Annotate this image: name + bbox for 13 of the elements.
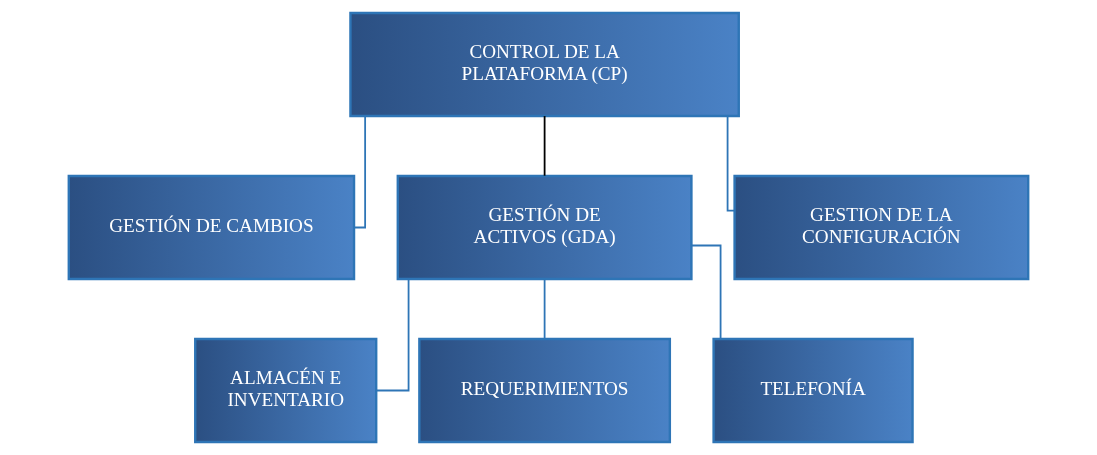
connector — [375, 278, 410, 392]
node-box: TELEFONÍA — [712, 337, 914, 444]
node-box: GESTIÓN DE CAMBIOS — [67, 174, 356, 281]
node-box: REQUERIMIENTOS — [418, 337, 672, 444]
node-box: GESTIÓN DE ACTIVOS (GDA) — [396, 174, 693, 281]
node-box: ALMACÉN E INVENTARIO — [194, 337, 378, 444]
connector — [543, 278, 546, 340]
connector — [353, 115, 367, 229]
connector — [543, 115, 546, 177]
connector — [690, 244, 722, 340]
node-box: CONTROL DE LA PLATAFORMA (CP) — [349, 11, 740, 118]
node-box: GESTION DE LA CONFIGURACIÓN — [733, 174, 1030, 281]
connector — [726, 115, 736, 212]
